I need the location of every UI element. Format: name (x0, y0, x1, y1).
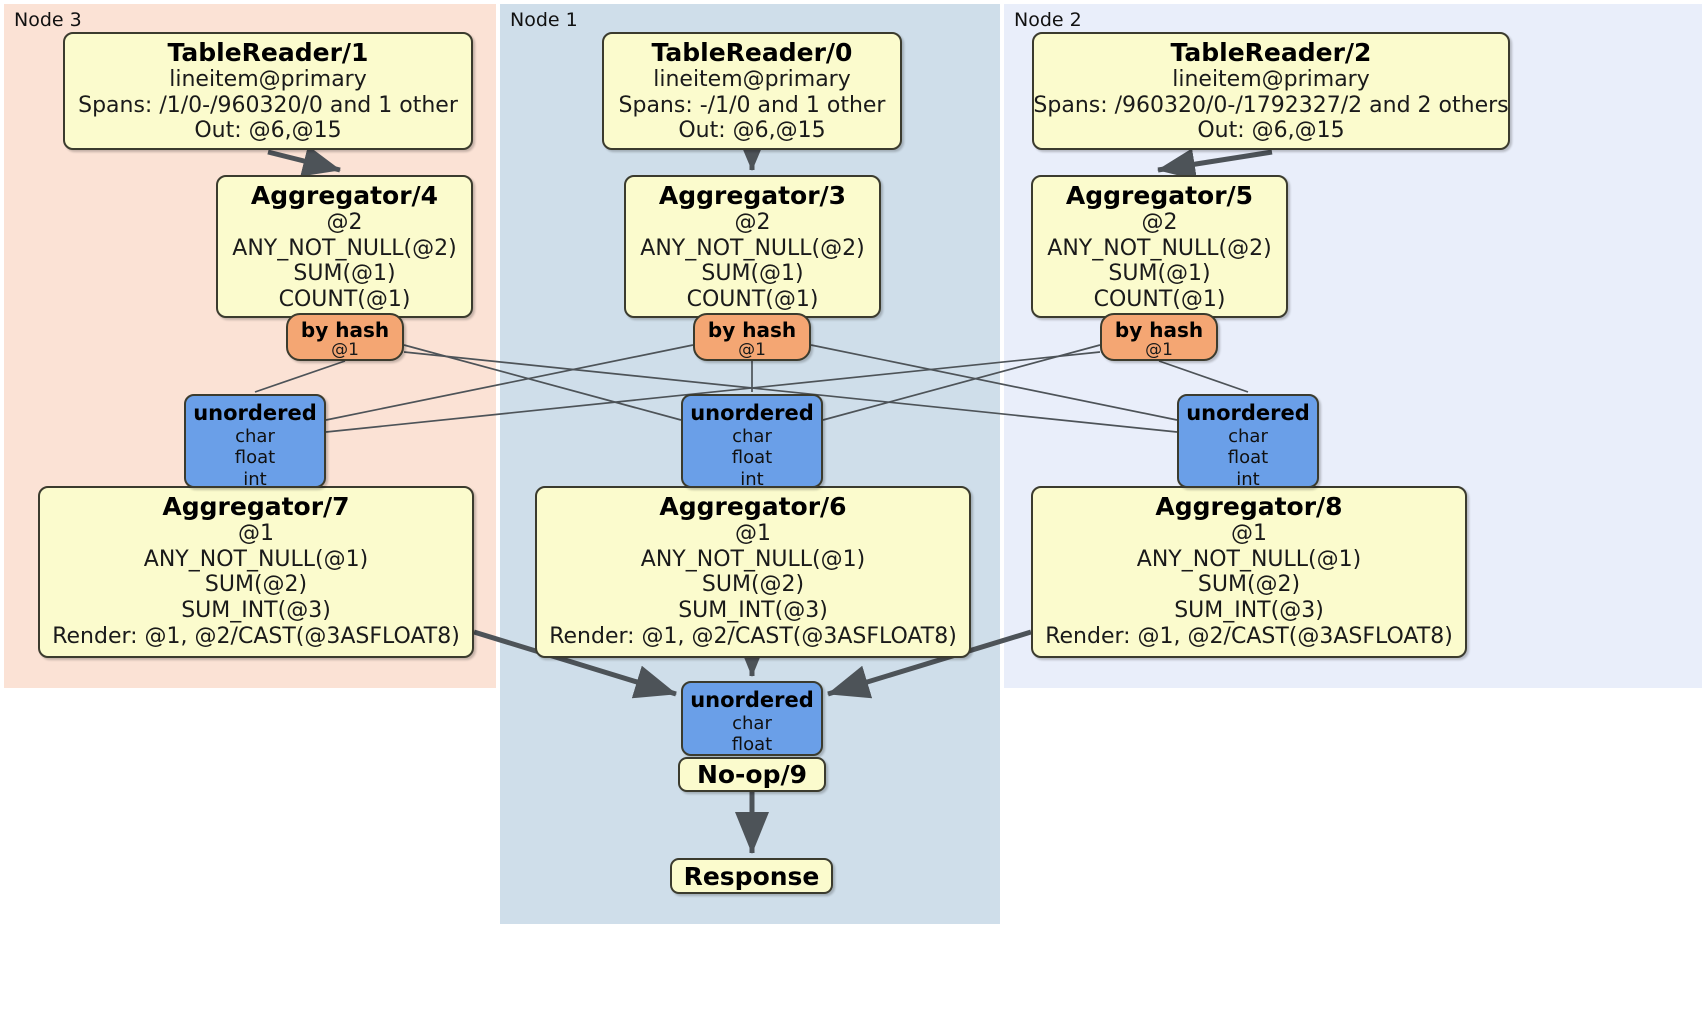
hash-router-hash4[interactable]: by hash@1 (286, 313, 404, 361)
hash-router-title: by hash (1114, 318, 1204, 342)
hash-router-hash5[interactable]: by hash@1 (1100, 313, 1218, 361)
node-lane-label-node3: Node 3 (14, 9, 82, 31)
processor-detail-line: @2 (326, 210, 363, 235)
terminal-box-response[interactable]: Response (670, 858, 833, 894)
processor-title: TableReader/2 (1170, 38, 1372, 67)
node-lane-label-node1: Node 1 (510, 9, 578, 31)
hash-router-detail-line: @1 (738, 340, 766, 360)
unordered-router-title: unordered (1186, 401, 1310, 425)
processor-detail-line: COUNT(@1) (1093, 287, 1226, 313)
processor-detail-line: @1 (735, 521, 771, 546)
processor-detail-line: Out: @6,@15 (678, 118, 826, 144)
processor-detail-line: @2 (734, 210, 771, 235)
processor-title: Aggregator/8 (1155, 492, 1343, 521)
hash-router-title: by hash (300, 318, 390, 342)
processor-detail-line: SUM_INT(@3) (181, 598, 331, 624)
processor-detail-line: Render: @1, @2/CAST(@3ASFLOAT8) (549, 623, 957, 649)
unordered-router-detail-line: char (235, 425, 275, 447)
processor-detail-line: SUM(@2) (701, 572, 805, 598)
terminal-title: Response (683, 861, 820, 891)
unordered-router-detail-line: float (234, 447, 276, 469)
processor-detail-line: Spans: /1/0-/960320/0 and 1 other (78, 92, 458, 118)
processor-detail-line: SUM_INT(@3) (678, 598, 828, 624)
unordered-router-title: unordered (690, 401, 814, 425)
processor-detail-line: SUM(@1) (1108, 261, 1211, 287)
terminal-box-noop9[interactable]: No-op/9 (678, 757, 826, 792)
unordered-router-detail-line: int (740, 468, 764, 490)
unordered-router-detail-line: float (731, 734, 773, 756)
processor-detail-line: COUNT(@1) (278, 287, 411, 313)
processor-detail-line: @2 (1141, 210, 1178, 235)
processor-detail-line: ANY_NOT_NULL(@1) (143, 546, 369, 572)
unordered-router-detail-line: int (243, 468, 267, 490)
processor-detail-line: Render: @1, @2/CAST(@3ASFLOAT8) (1045, 623, 1453, 649)
processor-detail-line: ANY_NOT_NULL(@1) (1136, 546, 1362, 572)
unordered-router-detail-line: int (1236, 468, 1260, 490)
processor-title: TableReader/1 (167, 38, 369, 67)
processor-detail-line: ANY_NOT_NULL(@2) (1047, 235, 1272, 261)
unordered-router-detail-line: char (732, 712, 772, 734)
processor-title: Aggregator/7 (162, 492, 350, 521)
hash-router-hash3[interactable]: by hash@1 (693, 313, 811, 361)
node-lane-label-node2: Node 2 (1014, 9, 1082, 31)
processor-detail-line: Spans: -/1/0 and 1 other (618, 92, 886, 118)
processor-detail-line: SUM(@2) (1197, 572, 1301, 598)
processor-title: TableReader/0 (651, 38, 853, 67)
terminal-title: No-op/9 (696, 760, 808, 789)
processor-title: Aggregator/4 (250, 181, 439, 210)
unordered-router-detail-line: char (1228, 425, 1268, 447)
processor-detail-line: lineitem@primary (653, 67, 851, 92)
processor-detail-line: ANY_NOT_NULL(@2) (640, 235, 865, 261)
processor-detail-line: SUM(@1) (293, 261, 396, 287)
unordered-router-title: unordered (193, 401, 317, 425)
hash-router-title: by hash (707, 318, 797, 342)
processor-detail-line: lineitem@primary (1172, 67, 1370, 92)
processor-title: Aggregator/6 (659, 492, 847, 521)
unordered-router-detail-line: char (732, 425, 772, 447)
processor-detail-line: lineitem@primary (169, 67, 367, 92)
processor-detail-line: Spans: /960320/0-/1792327/2 and 2 others (1033, 92, 1509, 118)
processor-title: Aggregator/3 (658, 181, 847, 210)
processor-detail-line: SUM(@2) (204, 572, 308, 598)
processor-detail-line: Out: @6,@15 (194, 118, 342, 144)
processor-detail-line: SUM(@1) (701, 261, 804, 287)
processor-detail-line: @1 (1231, 521, 1267, 546)
hash-router-detail-line: @1 (331, 340, 359, 360)
processor-detail-line: SUM_INT(@3) (1174, 598, 1324, 624)
processor-detail-line: Render: @1, @2/CAST(@3ASFLOAT8) (52, 623, 460, 649)
unordered-router-detail-line: float (731, 447, 773, 469)
unordered-router-detail-line: float (1227, 447, 1269, 469)
processor-detail-line: COUNT(@1) (686, 287, 819, 313)
unordered-router-title: unordered (690, 688, 814, 712)
processor-detail-line: Out: @6,@15 (1197, 118, 1345, 144)
processor-detail-line: ANY_NOT_NULL(@2) (232, 235, 457, 261)
processor-detail-line: ANY_NOT_NULL(@1) (640, 546, 866, 572)
processor-detail-line: @1 (238, 521, 274, 546)
hash-router-detail-line: @1 (1145, 340, 1173, 360)
processor-title: Aggregator/5 (1065, 181, 1254, 210)
